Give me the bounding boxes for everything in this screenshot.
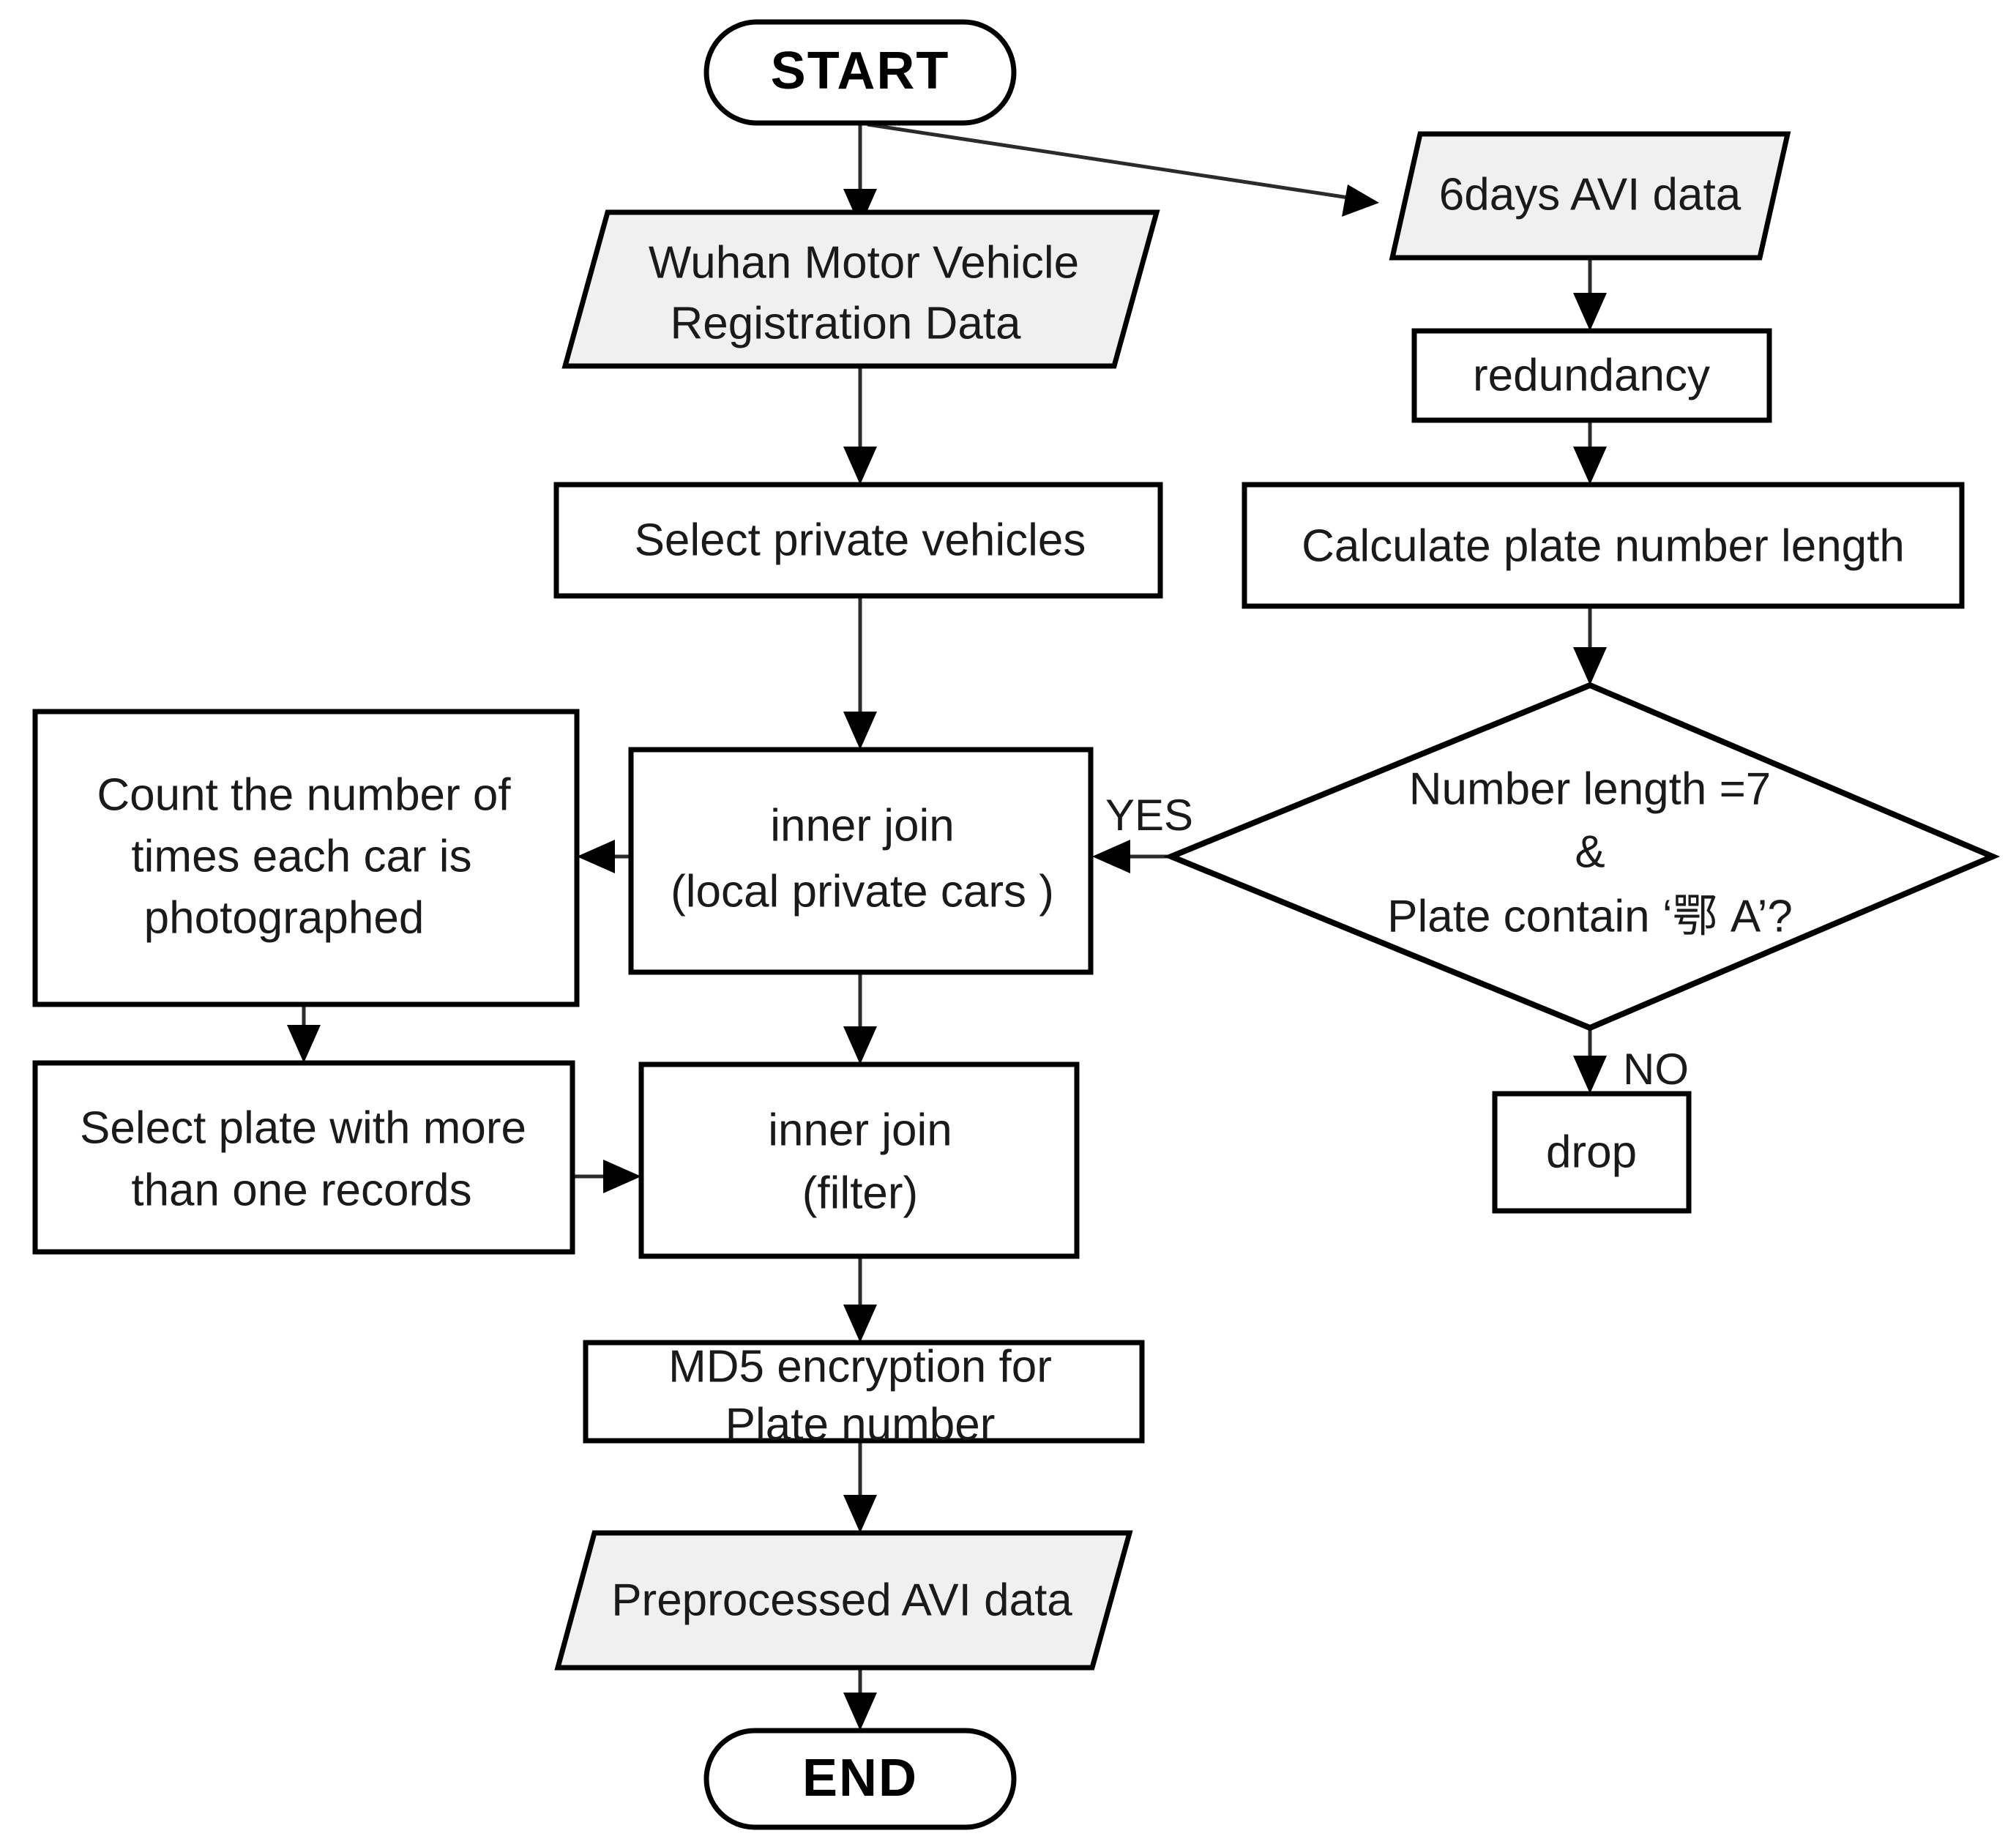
drop-label: drop [1546,1127,1637,1177]
edge-redundancy-to-calc [1573,419,1607,485]
preprocessed-avi-data-parallelogram-shape [554,1530,1133,1671]
count-photographed-label-line1: Count the number of [97,769,511,820]
select-plate-more-records-label-line1: Select plate with more [80,1102,526,1153]
select-private-vehicles-box-shape [553,482,1163,599]
decision-label-line3: Plate contain ‘鄂 A’? [1387,891,1793,941]
inner-join-local-private-cars-box-shape [628,747,1094,975]
select-plate-more-records-box-shape [32,1060,575,1255]
start-label: START [771,42,950,100]
count-photographed-box-shape [32,709,580,1007]
wuhan-registration-label-line2: Registration Data [670,298,1021,348]
edge-label-yes: YES [1105,791,1193,840]
node-calculate-plate-number-length[interactable]: Calculate plate number length [1242,482,1965,609]
avi-source-label: 6days AVI data [1439,169,1741,220]
edge-inner-join-to-count [577,840,631,873]
decision-diamond-shape [1163,682,2001,1031]
node-avi-source[interactable]: 6days AVI data [1389,131,1791,261]
inner-join-filter-label-line1: inner join [768,1105,952,1155]
inner-join-filter-label-line2: (filter) [802,1168,918,1218]
select-private-vehicles-label: Select private vehicles [635,515,1086,565]
edge-wuhan-to-select-private [843,366,877,485]
edge-label-no: NO [1623,1045,1689,1094]
drop-box-shape [1492,1091,1692,1214]
node-count-photographed[interactable]: Count the number of times each car is ph… [32,709,580,1007]
node-redundancy[interactable]: redundancy [1411,328,1772,423]
start-terminator-shape [703,19,1017,126]
md5-encryption-label-line1: MD5 encryption for [668,1341,1052,1392]
calculate-plate-number-length-label: Calculate plate number length [1302,520,1905,571]
edge-md5-to-preprocessed [843,1441,877,1533]
edge-decision-yes-to-inner-join [1092,840,1171,873]
edge-filter-to-md5 [843,1256,877,1343]
redundancy-label: redundancy [1473,350,1710,400]
end-label: END [802,1749,918,1807]
edge-inner-join-to-filter [843,972,877,1064]
count-photographed-label-line2: times each car is [131,831,471,881]
md5-encryption-box-shape [583,1340,1145,1444]
preprocessed-avi-data-label: Preprocessed AVI data [611,1575,1072,1625]
redundancy-box-shape [1411,328,1772,423]
md5-encryption-label-line2: Plate number [725,1399,996,1449]
edge-start-to-wuhan [843,123,877,227]
decision-label-line1: Number length =7 [1409,764,1772,814]
edge-start-to-avi [867,122,1379,217]
node-end[interactable]: END [703,1728,1017,1830]
edge-avi-to-redundancy [1573,258,1607,331]
edges-layer [287,122,1607,1731]
inner-join-local-private-cars-label-line1: inner join [770,800,955,851]
select-plate-more-records-label-line2: than one records [131,1165,471,1215]
node-select-plate-more-records[interactable]: Select plate with more than one records [32,1060,575,1255]
node-preprocessed-avi-data[interactable]: Preprocessed AVI data [554,1530,1133,1671]
edge-count-to-select-plate [287,1004,321,1063]
edge-calc-to-decision [1573,606,1607,685]
inner-join-filter-box-shape [638,1061,1080,1259]
edge-select-plate-to-filter [572,1160,641,1193]
edge-preprocessed-to-end [843,1668,877,1731]
edge-select-private-to-inner-join [843,596,877,750]
node-drop[interactable]: drop [1492,1091,1692,1214]
end-terminator-shape [703,1728,1017,1830]
node-inner-join-local-private-cars[interactable]: inner join (local private cars ) [628,747,1094,975]
avi-source-parallelogram-shape [1389,131,1791,261]
node-md5-encryption[interactable]: MD5 encryption for Plate number [583,1340,1145,1449]
node-start[interactable]: START [703,19,1017,126]
node-inner-join-filter[interactable]: inner join (filter) [638,1061,1080,1259]
node-select-private-vehicles[interactable]: Select private vehicles [553,482,1163,599]
calculate-plate-number-length-box-shape [1242,482,1965,609]
node-decision-plate-check[interactable]: Number length =7 & Plate contain ‘鄂 A’? [1163,682,2001,1031]
wuhan-registration-parallelogram-shape [561,209,1160,369]
wuhan-registration-label-line1: Wuhan Motor Vehicle [649,237,1079,288]
decision-label-line2: & [1575,827,1605,877]
edge-decision-no-to-drop [1573,1028,1607,1094]
node-wuhan-registration[interactable]: Wuhan Motor Vehicle Registration Data [561,209,1160,369]
inner-join-local-private-cars-label-line2: (local private cars ) [671,866,1054,917]
count-photographed-label-line3: photographed [144,892,425,943]
